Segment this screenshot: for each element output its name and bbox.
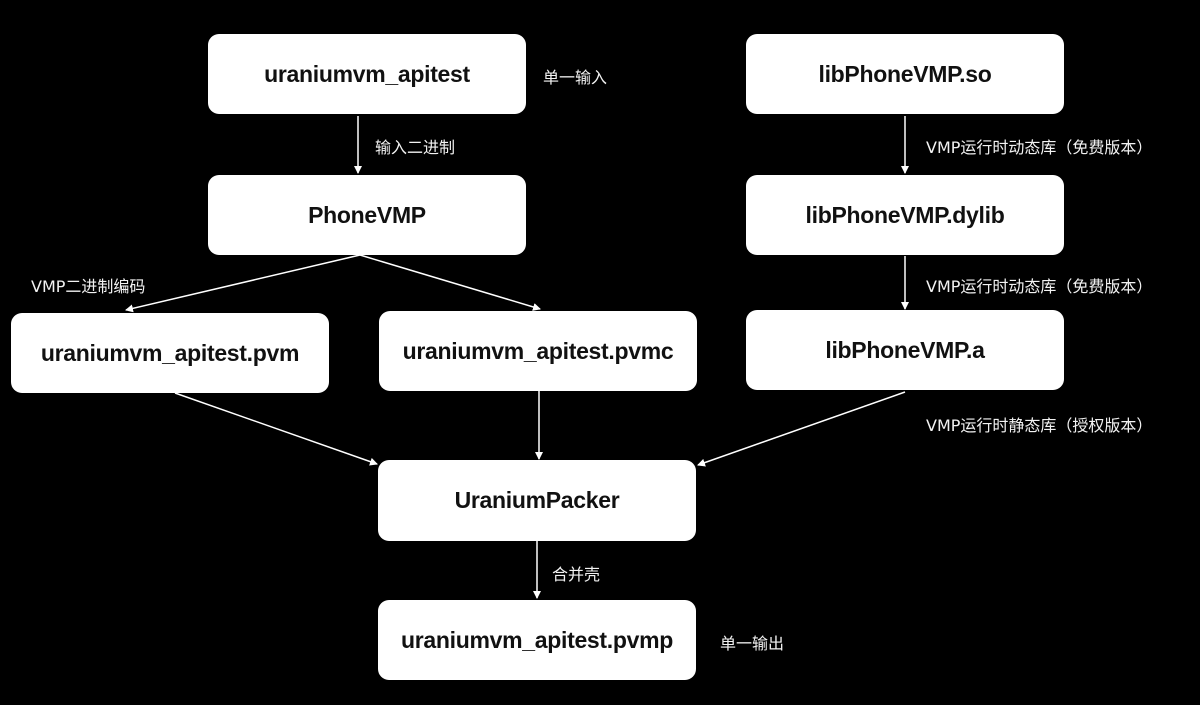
node-libphonevmp-a[interactable]: libPhoneVMP.a [746,310,1064,390]
label-runtime-dynamic-free-2: VMP运行时动态库（免费版本） [926,277,1153,296]
label-merge-shell: 合并壳 [552,565,601,584]
edge-phonevmp-to-pvmc [359,254,541,311]
label-runtime-dynamic-free-1: VMP运行时动态库（免费版本） [926,138,1153,157]
node-pvmp[interactable]: uraniumvm_apitest.pvmp [378,600,696,680]
label-single-input: 单一输入 [543,68,608,87]
node-pvmc[interactable]: uraniumvm_apitest.pvmc [379,311,697,391]
node-uranium-packer[interactable]: UraniumPacker [378,460,696,541]
label-vmp-binary-encoding: VMP二进制编码 [31,277,146,296]
node-uraniumvm-apitest[interactable]: uraniumvm_apitest [208,34,526,114]
node-libphonevmp-so[interactable]: libPhoneVMP.so [746,34,1064,114]
node-libphonevmp-dylib[interactable]: libPhoneVMP.dylib [746,175,1064,255]
edge-phonevmp-to-pvm [125,254,361,313]
node-phonevmp[interactable]: PhoneVMP [208,175,526,255]
edge-pvm-to-packer [174,392,378,466]
label-single-output: 单一输出 [720,634,785,653]
label-input-binary: 输入二进制 [375,138,456,157]
label-runtime-static-licensed: VMP运行时静态库（授权版本） [926,416,1153,435]
node-pvm[interactable]: uraniumvm_apitest.pvm [11,313,329,393]
edge-lib-a-to-packer [697,391,906,467]
